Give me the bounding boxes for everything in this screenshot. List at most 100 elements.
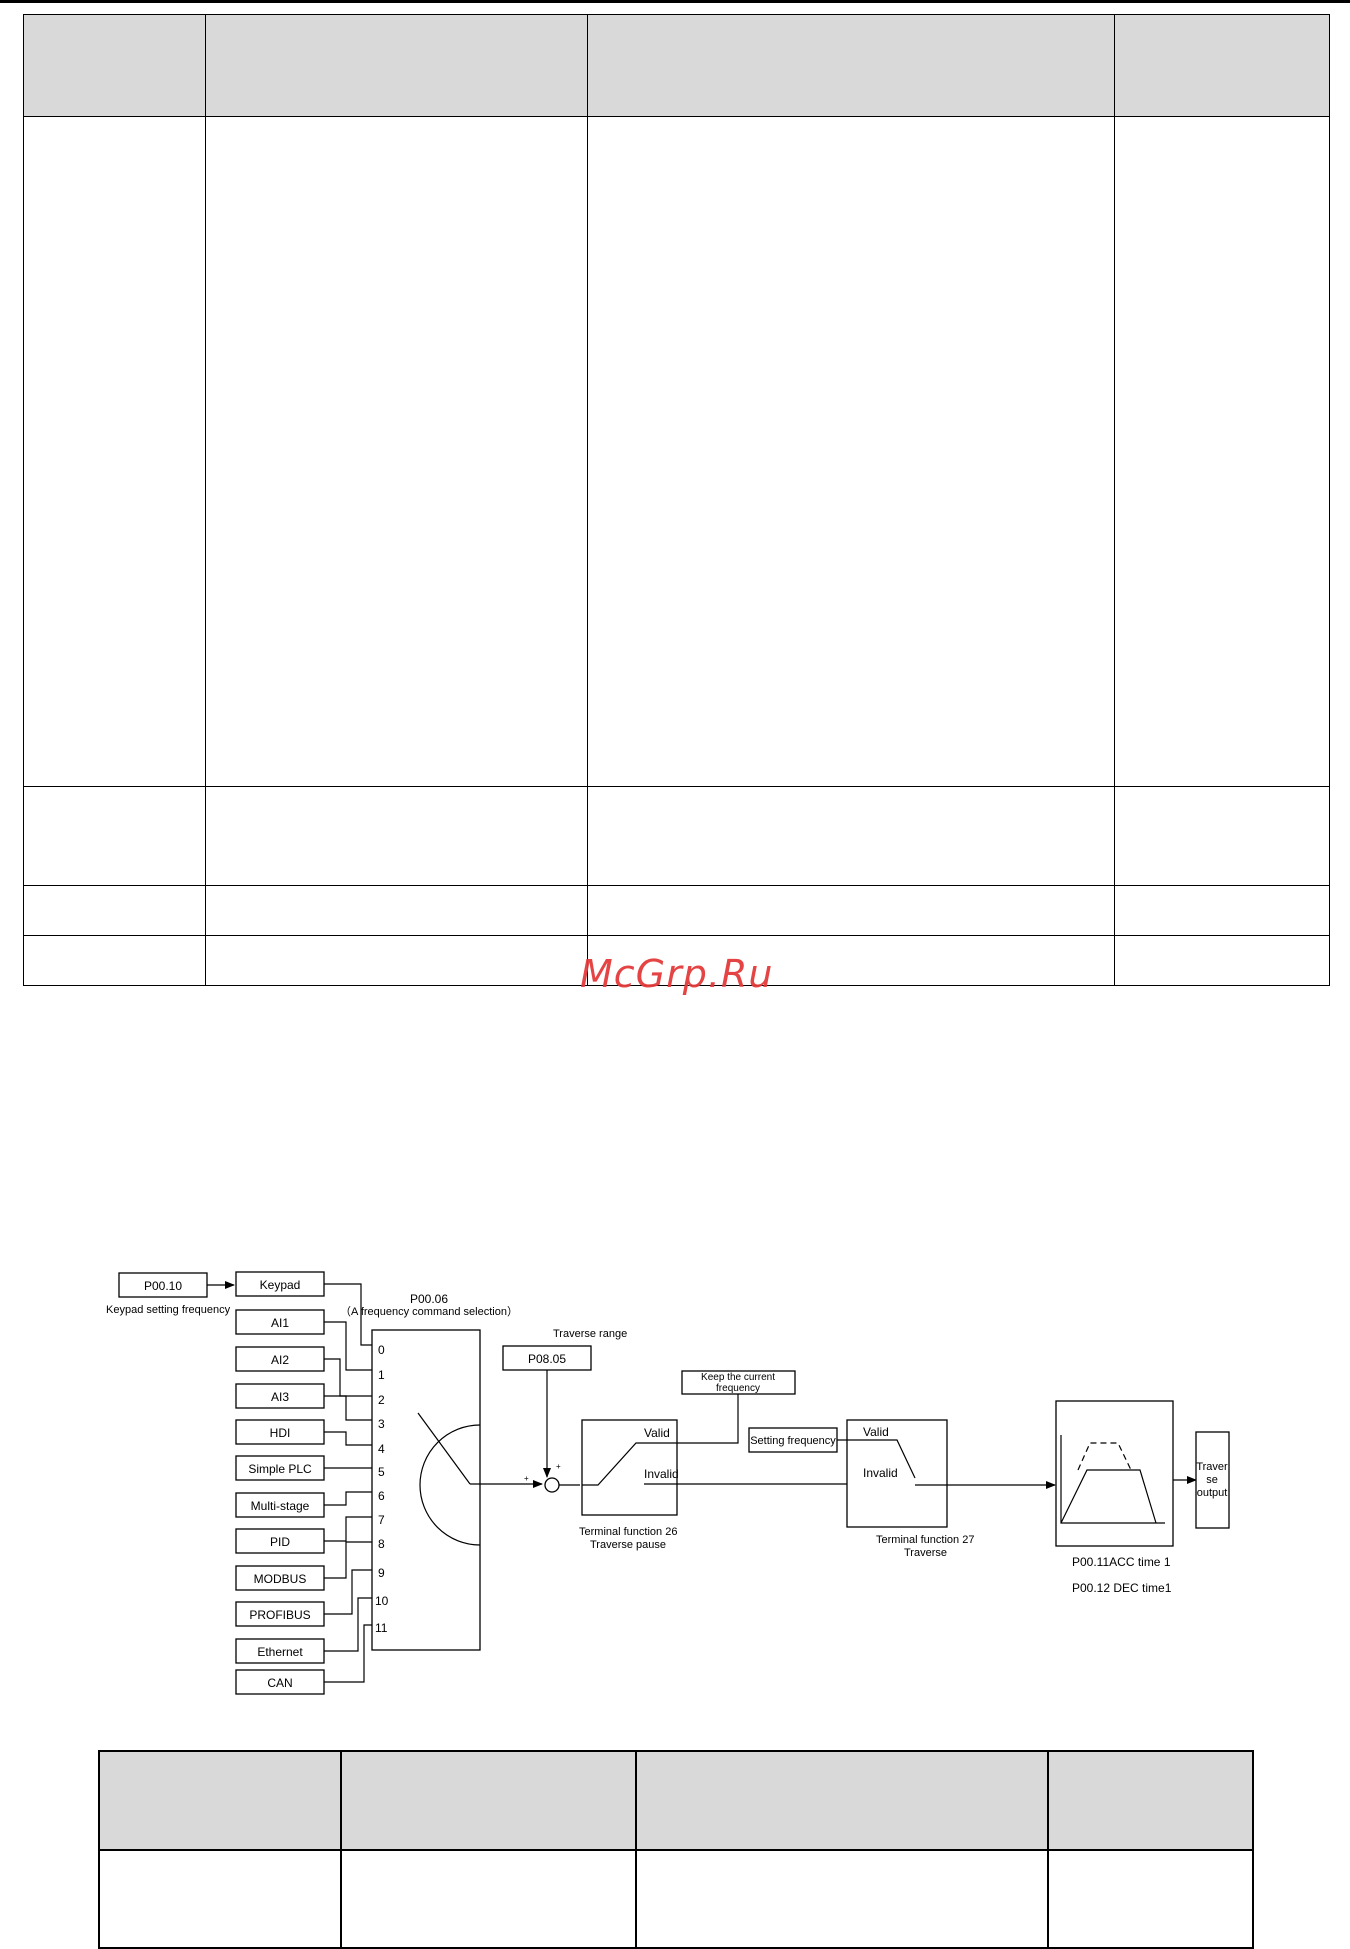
header-cell-code bbox=[23, 14, 206, 117]
table-cell bbox=[23, 885, 206, 936]
svg-text:AI3: AI3 bbox=[271, 1390, 289, 1404]
table-cell bbox=[1114, 935, 1330, 986]
source-profibus: PROFIBUS bbox=[235, 1601, 325, 1627]
header-cell-name bbox=[340, 1750, 637, 1851]
tf27-switch bbox=[837, 1439, 916, 1479]
svg-text:9: 9 bbox=[378, 1566, 385, 1580]
frequency-traverse-diagram: P00.10 Keypad setting frequency Keypad A… bbox=[106, 1271, 1230, 1695]
table-header-row bbox=[23, 14, 1330, 117]
selector-subtitle: （A frequency command selection） bbox=[340, 1305, 518, 1318]
table-cell bbox=[587, 885, 1115, 936]
tf26-block bbox=[581, 1419, 678, 1516]
svg-text:10: 10 bbox=[375, 1594, 389, 1608]
table-cell bbox=[98, 1849, 342, 1949]
header-cell-default bbox=[1114, 14, 1330, 117]
keypad-setting-label: Keypad setting frequency bbox=[106, 1304, 231, 1316]
traverse-output-box bbox=[1195, 1431, 1230, 1529]
source-keypad: Keypad bbox=[235, 1271, 325, 1297]
table-cell bbox=[587, 935, 1115, 986]
svg-text:AI1: AI1 bbox=[271, 1316, 289, 1330]
p0805-label: P08.05 bbox=[528, 1352, 566, 1366]
traverse-output-label-3: output bbox=[1197, 1487, 1228, 1499]
source-ethernet: Ethernet bbox=[235, 1638, 325, 1664]
header-cell-name bbox=[205, 14, 588, 117]
table-row bbox=[23, 885, 1330, 936]
svg-text:3: 3 bbox=[378, 1417, 385, 1431]
traverse-output-label-2: se bbox=[1206, 1474, 1218, 1486]
header-cell-detail bbox=[587, 14, 1115, 117]
svg-text:Keypad: Keypad bbox=[260, 1278, 301, 1292]
table-cell bbox=[205, 116, 588, 787]
source-modbus: MODBUS bbox=[235, 1565, 325, 1591]
p0010-label: P00.10 bbox=[144, 1279, 182, 1293]
table-cell bbox=[1047, 1849, 1254, 1949]
tf26-invalid: Invalid bbox=[644, 1467, 679, 1481]
traverse-range-label: Traverse range bbox=[553, 1328, 627, 1340]
svg-text:Ethernet: Ethernet bbox=[257, 1645, 303, 1659]
keep-current-label-2: frequency bbox=[716, 1383, 760, 1394]
source-pid: PID bbox=[235, 1528, 325, 1554]
table-cell bbox=[635, 1849, 1049, 1949]
source-multi-stage: Multi-stage bbox=[235, 1492, 325, 1518]
table-cell bbox=[23, 116, 206, 787]
svg-text:HDI: HDI bbox=[270, 1426, 291, 1440]
source-can: CAN bbox=[235, 1669, 325, 1695]
table-cell bbox=[1114, 116, 1330, 787]
dec-label: P00.12 DEC time1 bbox=[1072, 1581, 1172, 1595]
selector-box bbox=[371, 1329, 481, 1651]
svg-text:6: 6 bbox=[378, 1489, 385, 1503]
ramp-block bbox=[1055, 1400, 1174, 1547]
svg-text:Multi-stage: Multi-stage bbox=[251, 1499, 310, 1513]
svg-text:2: 2 bbox=[378, 1393, 385, 1407]
ramp-profile-dashed bbox=[1077, 1442, 1132, 1471]
svg-text:7: 7 bbox=[378, 1513, 385, 1527]
tf26-switch bbox=[582, 1442, 680, 1486]
source-ai3: AI3 bbox=[235, 1383, 325, 1409]
p0805-box bbox=[502, 1345, 592, 1371]
table-cell bbox=[205, 885, 588, 936]
table-cell bbox=[205, 935, 588, 986]
tf27-valid: Valid bbox=[863, 1425, 889, 1439]
sum-plus-b: + bbox=[556, 1462, 561, 1471]
table-cell bbox=[23, 935, 206, 986]
svg-text:5: 5 bbox=[378, 1465, 385, 1479]
ramp-profile bbox=[1060, 1469, 1157, 1524]
selector-switch-arc bbox=[419, 1424, 481, 1546]
svg-text:CAN: CAN bbox=[267, 1676, 292, 1690]
tf27-label-2: Traverse bbox=[904, 1547, 947, 1559]
source-ai2: AI2 bbox=[235, 1346, 325, 1372]
svg-text:0: 0 bbox=[378, 1343, 385, 1357]
setting-frequency-label: Setting frequency bbox=[750, 1435, 836, 1447]
source-simple-plc: Simple PLC bbox=[235, 1455, 325, 1481]
parameter-table-top bbox=[23, 14, 1330, 986]
acc-label: P00.11ACC time 1 bbox=[1072, 1555, 1171, 1569]
table-cell bbox=[205, 786, 588, 886]
svg-text:11: 11 bbox=[375, 1621, 388, 1635]
table-cell bbox=[1114, 786, 1330, 886]
tf26-valid: Valid bbox=[644, 1426, 670, 1440]
p0010-box bbox=[118, 1272, 208, 1298]
table-row bbox=[98, 1849, 1254, 1949]
table-row bbox=[23, 935, 1330, 986]
svg-text:PID: PID bbox=[270, 1535, 290, 1549]
selector-title: P00.06 bbox=[410, 1292, 448, 1306]
tf26-label-1: Terminal function 26 bbox=[579, 1526, 677, 1538]
selector-switch-blade bbox=[417, 1412, 471, 1485]
header-cell-detail bbox=[635, 1750, 1049, 1851]
table-cell bbox=[1114, 885, 1330, 936]
selector-numbers: 0 1 2 3 4 5 6 7 8 9 10 11 bbox=[375, 1343, 389, 1635]
header-rule bbox=[0, 0, 1350, 3]
tf27-invalid: Invalid bbox=[863, 1466, 898, 1480]
tf27-label-1: Terminal function 27 bbox=[876, 1534, 974, 1546]
svg-text:4: 4 bbox=[378, 1442, 385, 1456]
tf27-block bbox=[846, 1419, 948, 1528]
source-hdi: HDI bbox=[235, 1419, 325, 1445]
table-cell bbox=[587, 116, 1115, 787]
source-connectors bbox=[324, 1283, 372, 1683]
table-row bbox=[23, 786, 1330, 886]
keep-current-label-1: Keep the current bbox=[701, 1372, 775, 1383]
table-header-row bbox=[98, 1750, 1254, 1851]
sum-plus-a: + bbox=[524, 1474, 529, 1483]
svg-text:1: 1 bbox=[378, 1368, 385, 1382]
watermark: McGrp.Ru bbox=[580, 952, 774, 996]
